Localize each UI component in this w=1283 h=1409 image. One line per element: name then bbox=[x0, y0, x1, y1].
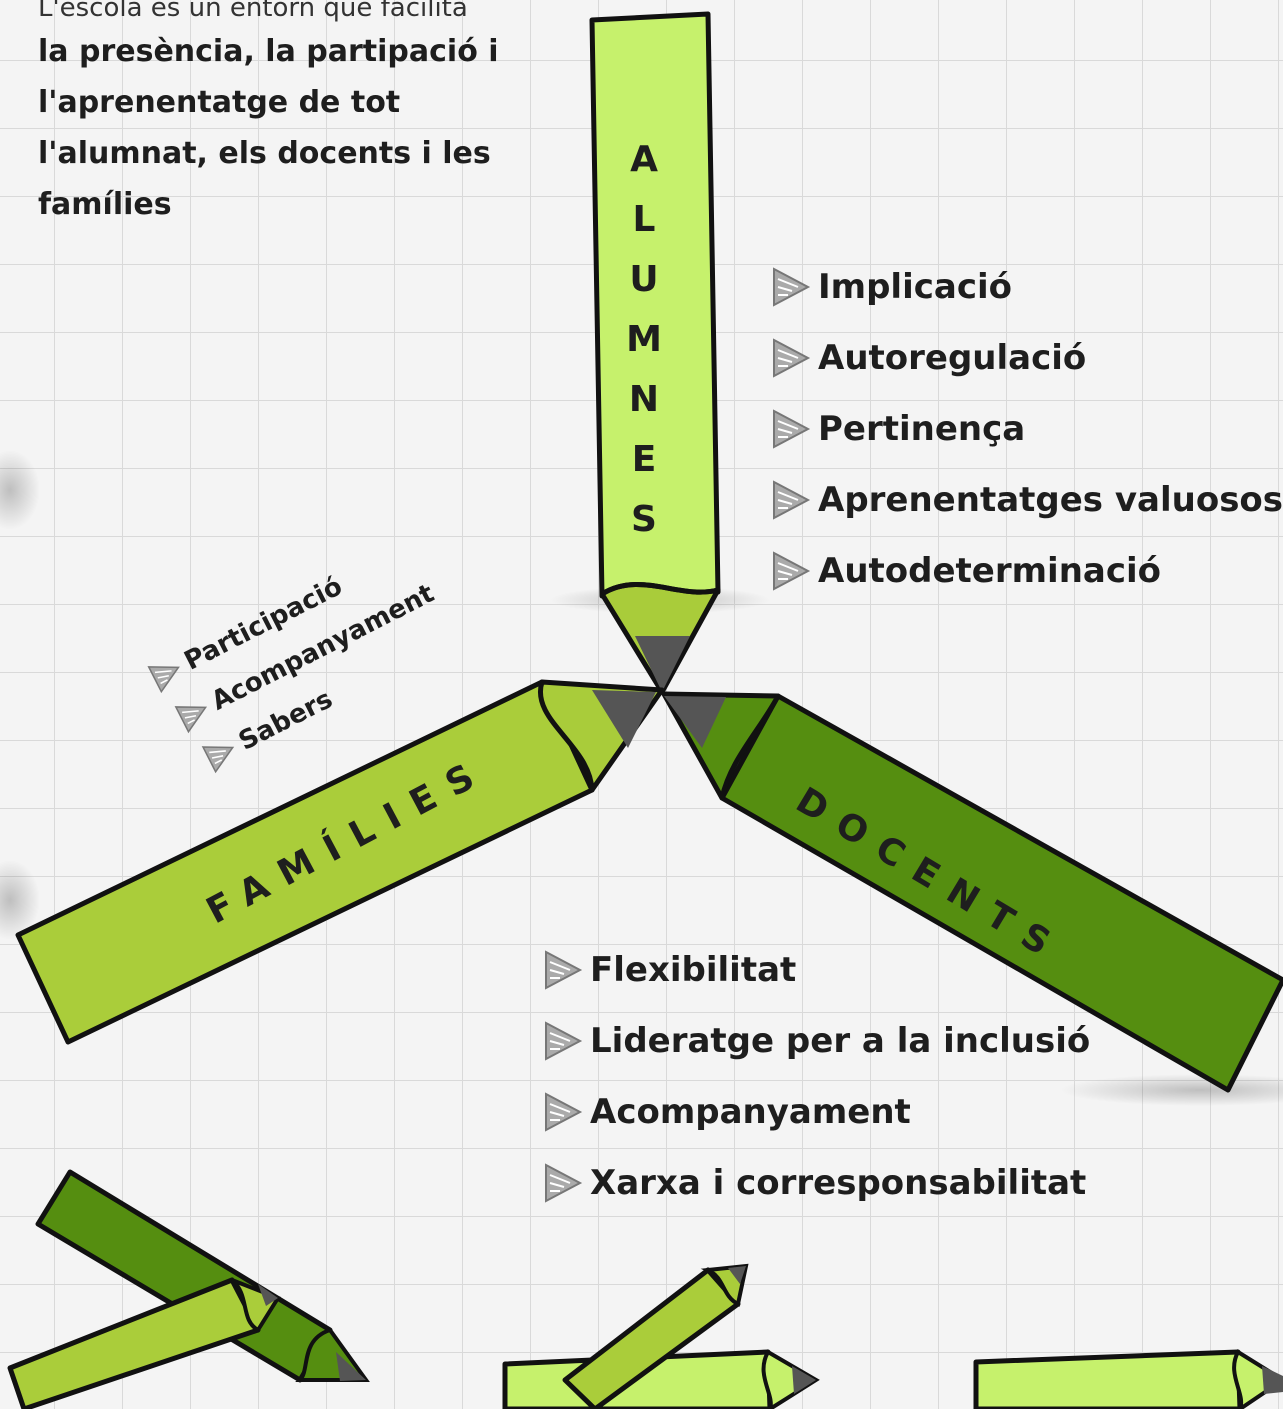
play-arrow-icon bbox=[545, 1091, 583, 1132]
list-item: Participació bbox=[140, 528, 421, 703]
play-arrow-icon bbox=[545, 1020, 583, 1061]
play-arrow-icon bbox=[773, 479, 811, 520]
alumnes-letter: M bbox=[626, 319, 662, 360]
list-item: Acompanyament bbox=[540, 1076, 1090, 1147]
alumnes-letter: U bbox=[629, 259, 659, 300]
families-list: Participació Acompanyament Sabers bbox=[140, 528, 465, 789]
pencil-decor-left bbox=[7, 1277, 281, 1409]
alumnes-letter: S bbox=[631, 499, 657, 540]
alumnes-letter: A bbox=[630, 139, 658, 180]
alumnes-letter: L bbox=[632, 199, 656, 240]
intro-line-bold-3: l'alumnat, els docents i les bbox=[38, 136, 491, 171]
list-item: Aprenentatges valuosos bbox=[768, 464, 1283, 535]
alumnes-letter: N bbox=[628, 379, 660, 420]
intro-line-bold-1: la presència, la partipació i bbox=[38, 34, 499, 69]
intro-line-bold-4: famílies bbox=[38, 187, 172, 222]
intro-line-light: L'escola és un entorn que facilita bbox=[38, 0, 468, 23]
play-arrow-icon bbox=[147, 666, 180, 694]
play-arrow-icon bbox=[545, 1162, 583, 1203]
list-item-label: Implicació bbox=[818, 266, 1012, 307]
alumnes-vertical-label: A L U M N E S bbox=[618, 130, 670, 550]
list-item: Flexibilitat bbox=[540, 934, 1090, 1005]
pencil-alumnes bbox=[589, 11, 721, 695]
pencil-decor-tilted bbox=[562, 1263, 749, 1409]
intro-line-bold-2: l'aprenentatge de tot bbox=[38, 85, 401, 120]
play-arrow-icon bbox=[201, 746, 235, 774]
pencil-docents bbox=[661, 691, 1283, 1093]
play-arrow-icon bbox=[773, 266, 811, 307]
pencil-families bbox=[15, 679, 665, 1045]
list-item-label: Xarxa i corresponsabilitat bbox=[590, 1162, 1087, 1203]
list-item-label: Acompanyament bbox=[590, 1091, 911, 1132]
list-item: Implicació bbox=[768, 251, 1283, 322]
list-item-label: Pertinença bbox=[818, 408, 1026, 449]
list-item: Autoregulació bbox=[768, 322, 1283, 393]
play-arrow-icon bbox=[773, 408, 811, 449]
alumnes-letter: E bbox=[631, 439, 657, 480]
list-item: Xarxa i corresponsabilitat bbox=[540, 1147, 1090, 1218]
play-arrow-icon bbox=[773, 337, 811, 378]
list-item: Pertinença bbox=[768, 393, 1283, 464]
list-item-label: Lideratge per a la inclusió bbox=[590, 1020, 1091, 1061]
play-arrow-icon bbox=[174, 706, 208, 734]
play-arrow-icon bbox=[545, 949, 583, 990]
list-item: Sabers bbox=[194, 613, 465, 783]
pencil-decor-right bbox=[973, 1349, 1283, 1409]
intro-text: L'escola és un entorn que facilita la pr… bbox=[38, 0, 598, 230]
list-item: Autodeterminació bbox=[768, 535, 1283, 606]
list-item-label: Aprenentatges valuosos bbox=[818, 479, 1283, 520]
docents-list: Flexibilitat Lideratge per a la inclusió… bbox=[540, 934, 1090, 1218]
list-item: Lideratge per a la inclusió bbox=[540, 1005, 1090, 1076]
list-item-label: Autodeterminació bbox=[818, 550, 1162, 591]
list-item-label: Autoregulació bbox=[818, 337, 1087, 378]
list-item-label: Flexibilitat bbox=[590, 949, 797, 990]
play-arrow-icon bbox=[773, 550, 811, 591]
list-item: Acompanyament bbox=[167, 571, 443, 743]
alumnes-list: Implicació Autoregulació Pertinença Apre… bbox=[768, 251, 1283, 606]
